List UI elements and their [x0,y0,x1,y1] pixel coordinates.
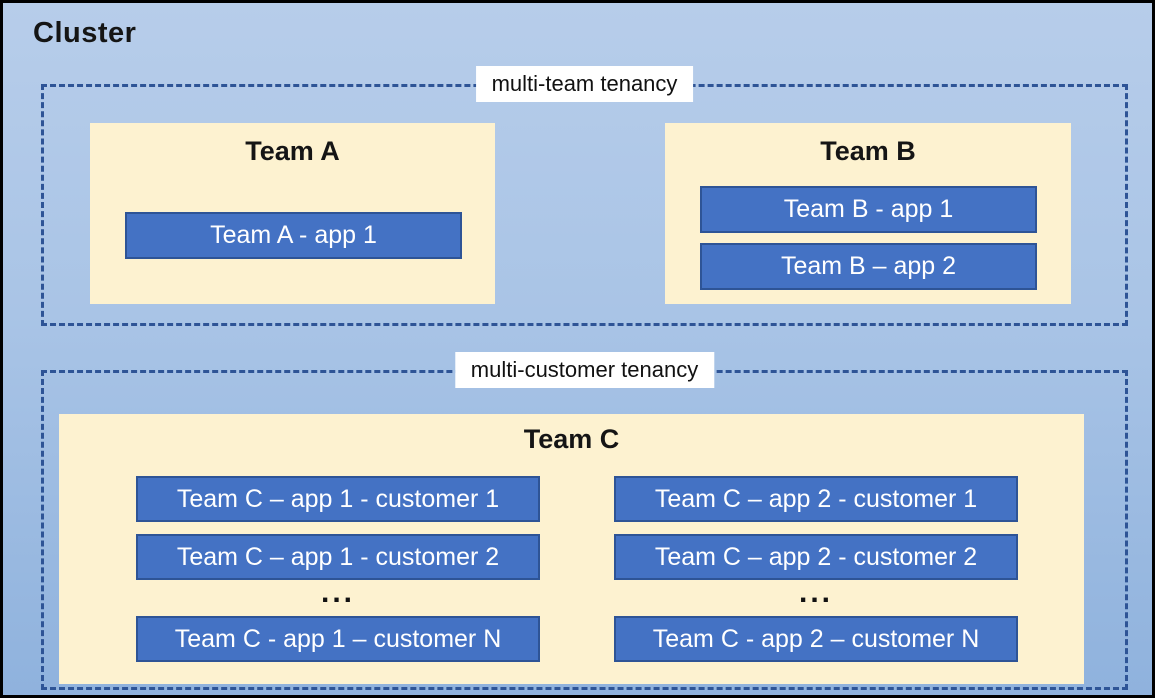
multi-team-tenancy-label: multi-team tenancy [475,66,694,102]
team-c-app1-customer2-box: Team C – app 1 - customer 2 [136,534,540,580]
cluster-title: Cluster [33,17,137,49]
team-c-app2-customer2-box: Team C – app 2 - customer 2 [614,534,1018,580]
team-c-box: Team C Team C – app 1 - customer 1 Team … [59,414,1084,684]
team-c-app2-customer1-box: Team C – app 2 - customer 1 [614,476,1018,522]
team-b-app-2-box: Team B – app 2 [700,243,1037,290]
team-c-app2-customerN-box: Team C - app 2 – customer N [614,616,1018,662]
team-b-box: Team B Team B - app 1 Team B – app 2 [665,123,1071,304]
team-a-heading: Team A [245,136,340,166]
team-b-heading: Team B [820,136,916,166]
team-b-app-1-box: Team B - app 1 [700,186,1037,233]
team-a-box: Team A Team A - app 1 [90,123,495,304]
team-a-app-1-box: Team A - app 1 [125,212,462,259]
team-c-heading: Team C [523,424,620,454]
multi-team-tenancy-section: multi-team tenancy Team A Team A - app 1… [41,66,1128,326]
multi-customer-tenancy-section: multi-customer tenancy Team C Team C – a… [41,352,1128,690]
team-c-app1-customerN-box: Team C - app 1 – customer N [136,616,540,662]
team-c-app2-ellipsis: ... [798,576,833,609]
multi-customer-tenancy-label: multi-customer tenancy [454,352,715,388]
team-c-app1-customer1-box: Team C – app 1 - customer 1 [136,476,540,522]
team-c-app1-ellipsis: ... [320,576,355,609]
